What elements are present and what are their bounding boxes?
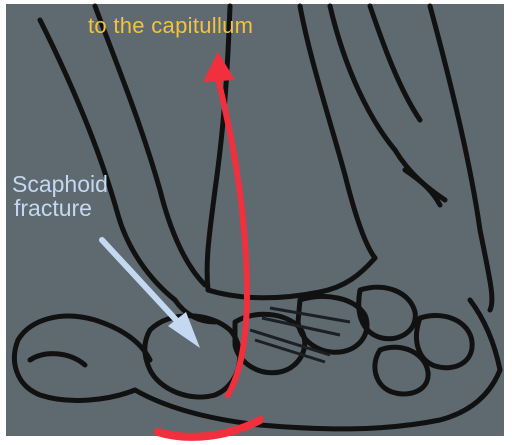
fracture-label: Scaphoid fracture	[12, 172, 108, 220]
fracture-label-line1: Scaphoid	[12, 172, 108, 196]
capitulum-label: to the capitullum	[88, 14, 253, 37]
fracture-label-line2: fracture	[12, 196, 108, 220]
